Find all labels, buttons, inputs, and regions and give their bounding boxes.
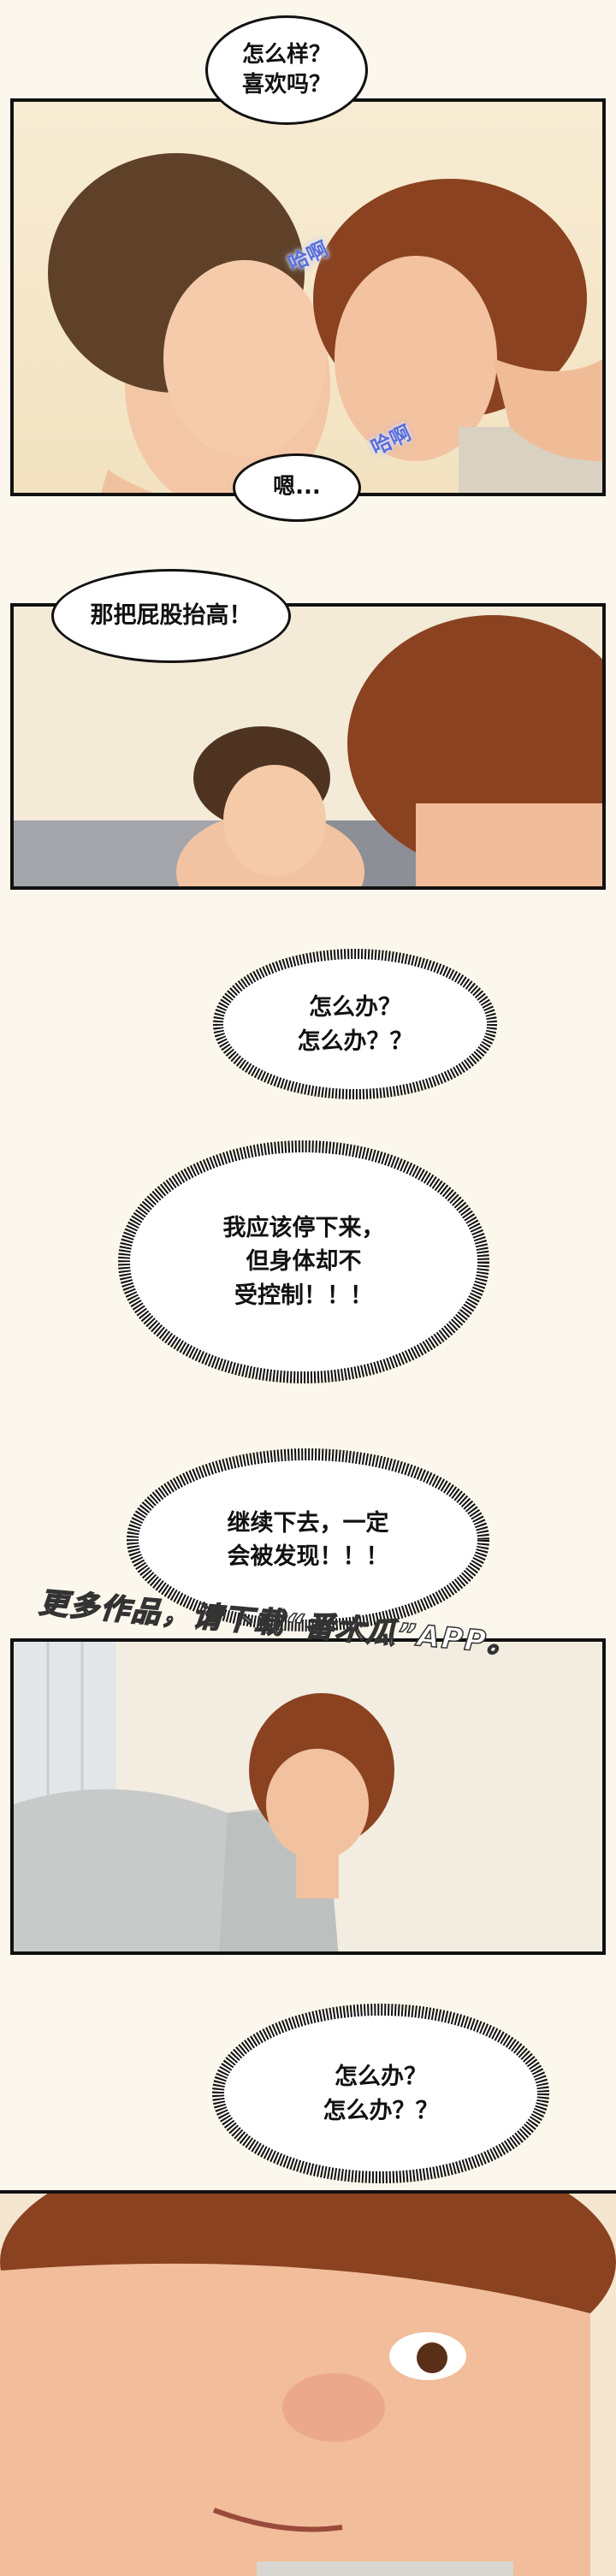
speech-bubble-reply-text: 嗯... (273, 474, 321, 500)
panel-2-art (14, 615, 602, 886)
speech-bubble-command-text: 那把屁股抬高！ (90, 601, 252, 629)
panel-3-art (14, 1642, 394, 1951)
speech-bubble-command: 那把屁股抬高！ (51, 569, 291, 663)
thought-bubble-2-text: 我应该停下来， 但身体却不 受控制！！！ (222, 1215, 385, 1309)
speech-bubble-question-text: 怎么样？ 喜欢吗？ (241, 41, 331, 98)
panel-4-art (0, 2194, 616, 2576)
thought-bubble-2: 我应该停下来， 但身体却不 受控制！！！ (111, 1134, 496, 1390)
thought-bubble-4-text: 怎么办？ 怎么办？？ (323, 2064, 439, 2124)
speech-bubble-reply: 嗯... (233, 453, 361, 522)
thought-bubble-4: 怎么办？ 怎么办？？ (205, 1998, 556, 2190)
thought-bubble-1: 怎么办？ 怎么办？？ (210, 945, 500, 1104)
thought-bubble-3: 继续下去，一定 会被发现！！！ (120, 1442, 496, 1638)
panel-4 (0, 2190, 616, 2576)
thought-bubble-3-text: 继续下去，一定 会被发现！！！ (227, 1509, 389, 1570)
speech-bubble-question: 怎么样？ 喜欢吗？ (205, 15, 368, 125)
panel-1 (10, 98, 606, 496)
panel-1-art (48, 153, 602, 493)
thought-bubble-1-text: 怎么办？ 怎么办？？ (297, 994, 413, 1055)
panel-3 (10, 1638, 606, 1955)
